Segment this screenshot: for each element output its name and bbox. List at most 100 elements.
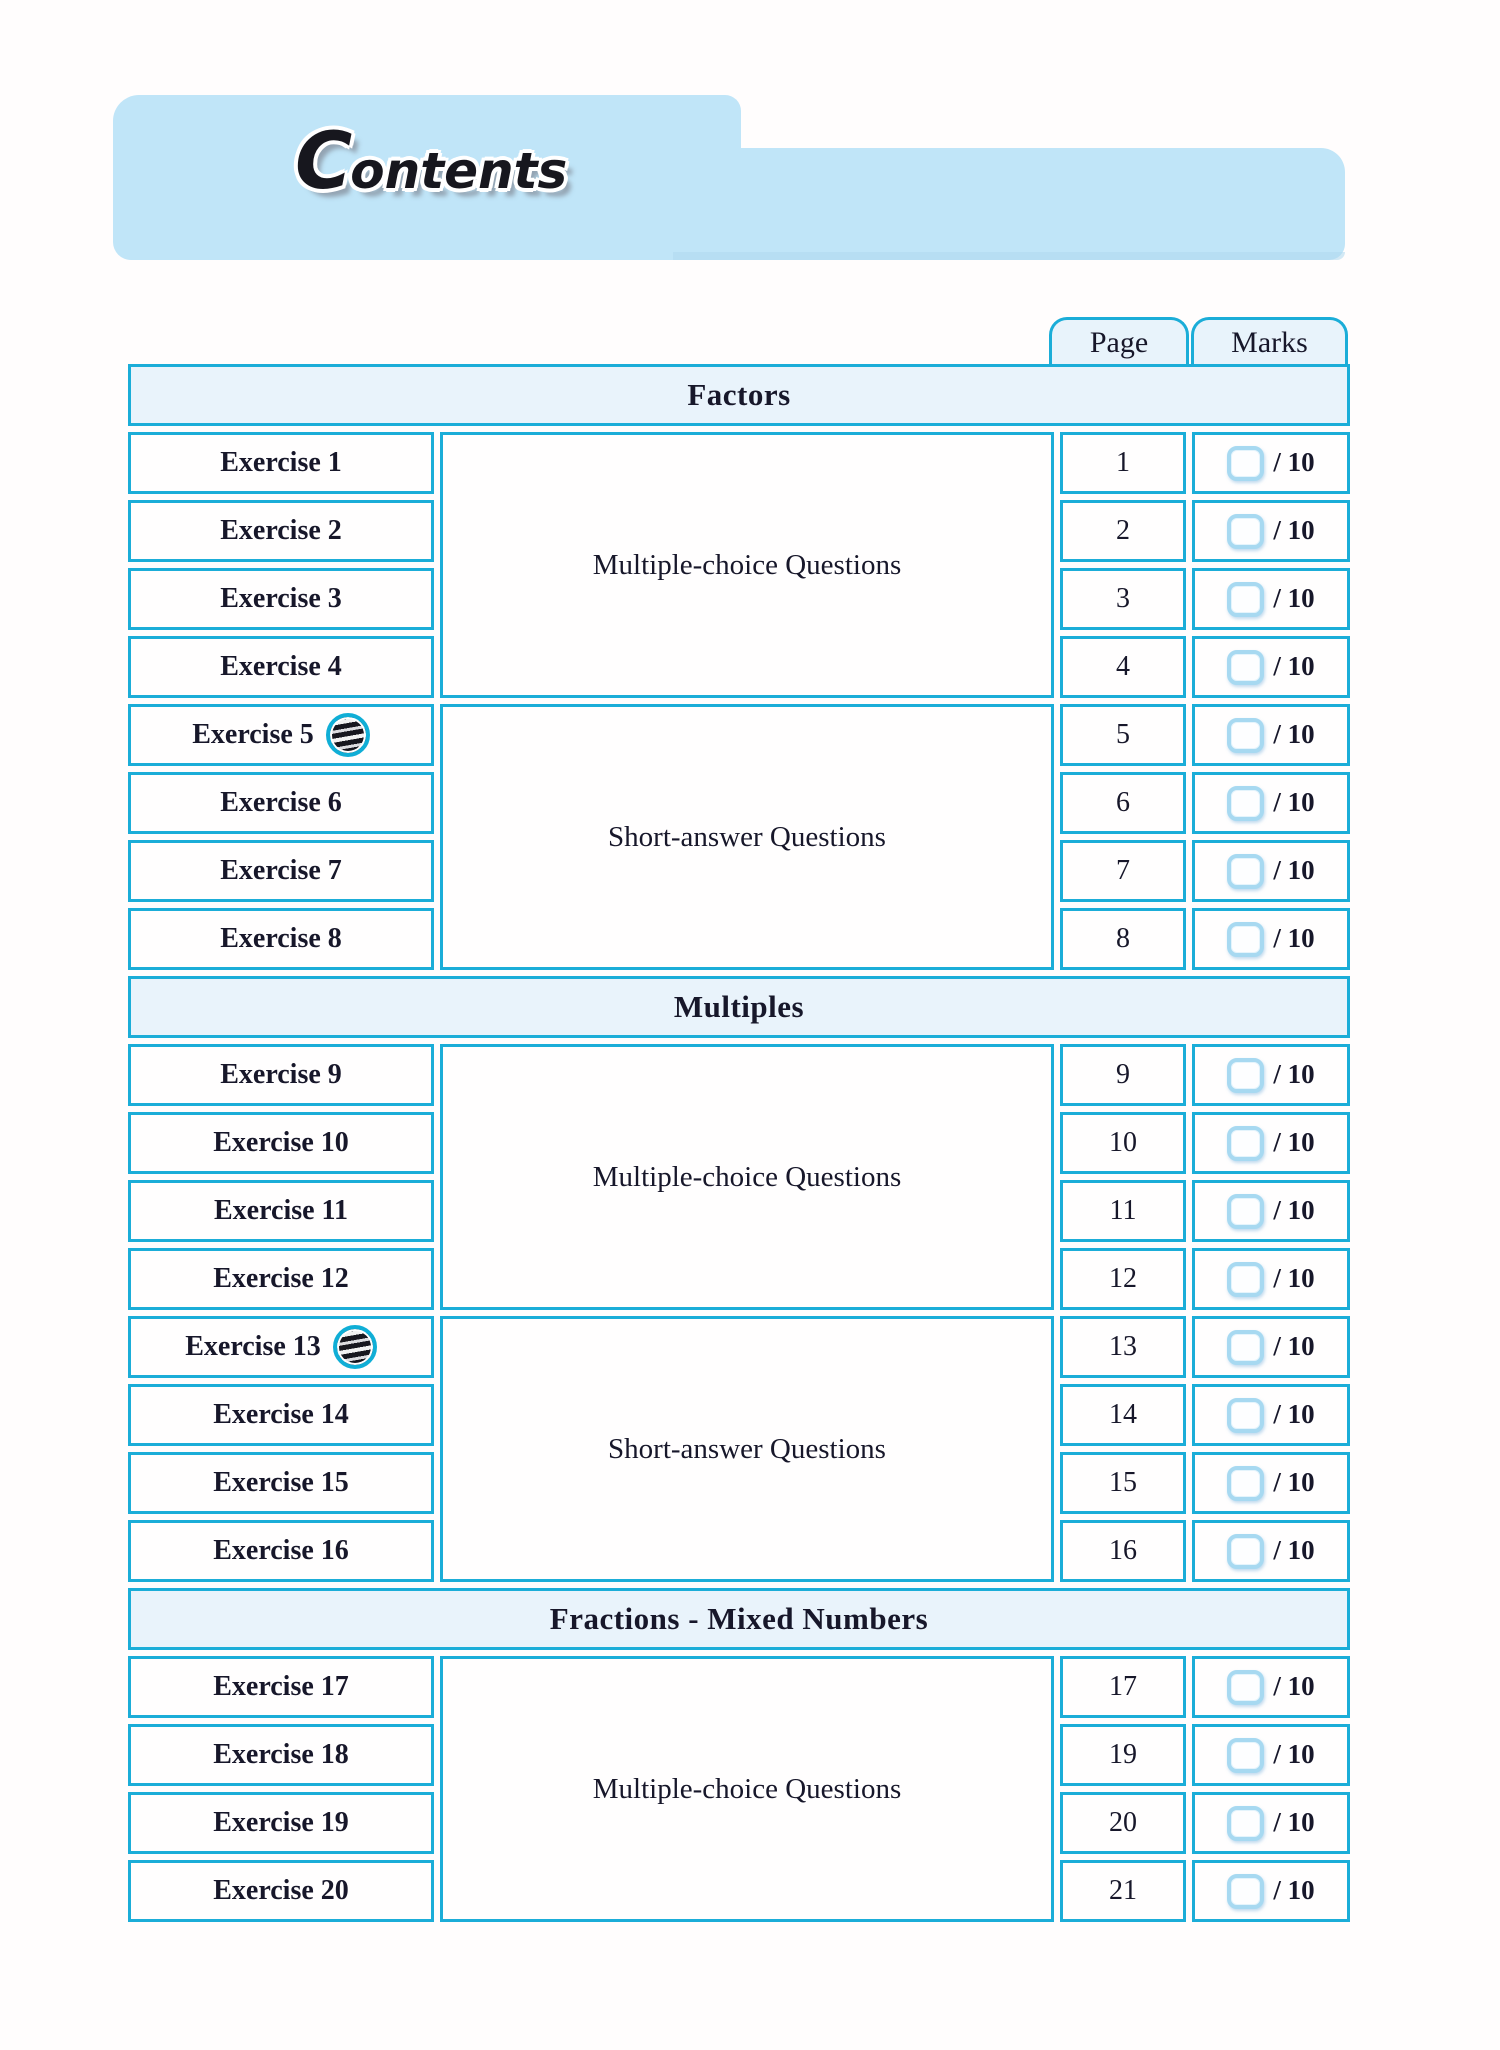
marks-checkbox[interactable] xyxy=(1227,1805,1265,1841)
marks-cell: / 10 xyxy=(1192,1248,1350,1310)
page-cell: 5 xyxy=(1060,704,1186,766)
page-cell: 6 xyxy=(1060,772,1186,834)
group-label: Multiple-choice Questions xyxy=(592,548,902,581)
exercise-cell: Exercise 19 xyxy=(128,1792,434,1854)
exercise-label: Exercise 9 xyxy=(220,1059,342,1090)
exercise-label: Exercise 7 xyxy=(220,855,342,886)
page-cell: 4 xyxy=(1060,636,1186,698)
group-label-cell: Multiple-choice Questions xyxy=(440,1656,1054,1922)
marks-cell: / 10 xyxy=(1192,1792,1350,1854)
marks-checkbox[interactable] xyxy=(1227,1193,1265,1229)
page-cell: 15 xyxy=(1060,1452,1186,1514)
header-tab-left xyxy=(113,95,741,260)
marks-checkbox[interactable] xyxy=(1227,1261,1265,1297)
marks-label: / 10 xyxy=(1273,1738,1315,1769)
marks-checkbox[interactable] xyxy=(1227,921,1265,957)
marks-checkbox[interactable] xyxy=(1227,649,1265,685)
page-title-initial: C xyxy=(295,117,352,207)
group-label: Multiple-choice Questions xyxy=(592,1772,902,1805)
marks-cell: / 10 xyxy=(1192,568,1350,630)
marks-checkbox[interactable] xyxy=(1227,1397,1265,1433)
marks-checkbox[interactable] xyxy=(1227,581,1265,617)
exercise-label: Exercise 13 xyxy=(185,1331,321,1362)
exercise-label: Exercise 1 xyxy=(220,447,342,478)
marks-checkbox[interactable] xyxy=(1227,785,1265,821)
marks-label: / 10 xyxy=(1273,922,1315,953)
exercise-label: Exercise 5 xyxy=(192,719,314,750)
marks-checkbox[interactable] xyxy=(1227,445,1265,481)
marks-label: / 10 xyxy=(1273,1330,1315,1361)
exercise-label: Exercise 18 xyxy=(213,1739,349,1770)
marks-label: / 10 xyxy=(1273,582,1315,613)
marks-cell: / 10 xyxy=(1192,636,1350,698)
exercise-cell: Exercise 5 xyxy=(128,704,434,766)
marks-checkbox[interactable] xyxy=(1227,1737,1265,1773)
exercise-label: Exercise 11 xyxy=(213,1195,348,1226)
group-label-cell: Short-answer Questions xyxy=(440,704,1054,970)
exercise-label: Exercise 10 xyxy=(213,1127,349,1158)
page-cell: 16 xyxy=(1060,1520,1186,1582)
exercise-label: Exercise 19 xyxy=(213,1807,349,1838)
exercise-cell: Exercise 9 xyxy=(128,1044,434,1106)
exercise-label: Exercise 17 xyxy=(213,1671,349,1702)
exercise-label: Exercise 8 xyxy=(220,923,342,954)
page-cell: 13 xyxy=(1060,1316,1186,1378)
marks-cell: / 10 xyxy=(1192,1656,1350,1718)
marks-checkbox[interactable] xyxy=(1227,513,1265,549)
exercise-label: Exercise 3 xyxy=(220,583,342,614)
marks-cell: / 10 xyxy=(1192,1452,1350,1514)
marks-checkbox[interactable] xyxy=(1227,1057,1265,1093)
marks-checkbox[interactable] xyxy=(1227,853,1265,889)
marks-label: / 10 xyxy=(1273,1194,1315,1225)
marks-checkbox[interactable] xyxy=(1227,1329,1265,1365)
exercise-label: Exercise 14 xyxy=(213,1399,349,1430)
page-title: Contents xyxy=(295,117,567,207)
page-title-rest: ontents xyxy=(350,142,568,200)
section-header: Factors xyxy=(128,364,1350,426)
marks-checkbox[interactable] xyxy=(1227,1669,1265,1705)
marks-checkbox[interactable] xyxy=(1227,1873,1265,1909)
marks-cell: / 10 xyxy=(1192,432,1350,494)
marks-label: / 10 xyxy=(1273,718,1315,749)
page-cell: 7 xyxy=(1060,840,1186,902)
striped-ball-icon xyxy=(325,713,370,757)
group-label-cell: Multiple-choice Questions xyxy=(440,432,1054,698)
marks-checkbox[interactable] xyxy=(1227,1465,1265,1501)
exercise-label: Exercise 4 xyxy=(220,651,342,682)
marks-cell: / 10 xyxy=(1192,1316,1350,1378)
contents-header-banner: Contents xyxy=(113,95,1345,260)
exercise-cell: Exercise 14 xyxy=(128,1384,434,1446)
group-label-cell: Short-answer Questions xyxy=(440,1316,1054,1582)
page-cell: 9 xyxy=(1060,1044,1186,1106)
exercise-cell: Exercise 8 xyxy=(128,908,434,970)
group-label: Multiple-choice Questions xyxy=(592,1160,902,1193)
marks-cell: / 10 xyxy=(1192,1180,1350,1242)
marks-cell: / 10 xyxy=(1192,500,1350,562)
group-label: Short-answer Questions xyxy=(608,1432,886,1465)
marks-cell: / 10 xyxy=(1192,772,1350,834)
marks-column-tab: Marks xyxy=(1191,317,1348,366)
exercise-cell: Exercise 7 xyxy=(128,840,434,902)
marks-cell: / 10 xyxy=(1192,1112,1350,1174)
marks-cell: / 10 xyxy=(1192,1860,1350,1922)
marks-checkbox[interactable] xyxy=(1227,1125,1265,1161)
marks-cell: / 10 xyxy=(1192,1724,1350,1786)
marks-cell: / 10 xyxy=(1192,704,1350,766)
marks-label: / 10 xyxy=(1273,1466,1315,1497)
marks-label: / 10 xyxy=(1273,1058,1315,1089)
exercise-cell: Exercise 16 xyxy=(128,1520,434,1582)
marks-checkbox[interactable] xyxy=(1227,1533,1265,1569)
marks-label: / 10 xyxy=(1273,1806,1315,1837)
striped-ball-icon xyxy=(332,1325,377,1369)
page-cell: 8 xyxy=(1060,908,1186,970)
marks-label: / 10 xyxy=(1273,446,1315,477)
exercise-cell: Exercise 1 xyxy=(128,432,434,494)
exercise-label: Exercise 2 xyxy=(220,515,342,546)
marks-label: / 10 xyxy=(1273,854,1315,885)
exercise-cell: Exercise 12 xyxy=(128,1248,434,1310)
exercise-cell: Exercise 17 xyxy=(128,1656,434,1718)
marks-label: / 10 xyxy=(1273,1126,1315,1157)
marks-checkbox[interactable] xyxy=(1227,717,1265,753)
page-cell: 17 xyxy=(1060,1656,1186,1718)
exercise-cell: Exercise 13 xyxy=(128,1316,434,1378)
